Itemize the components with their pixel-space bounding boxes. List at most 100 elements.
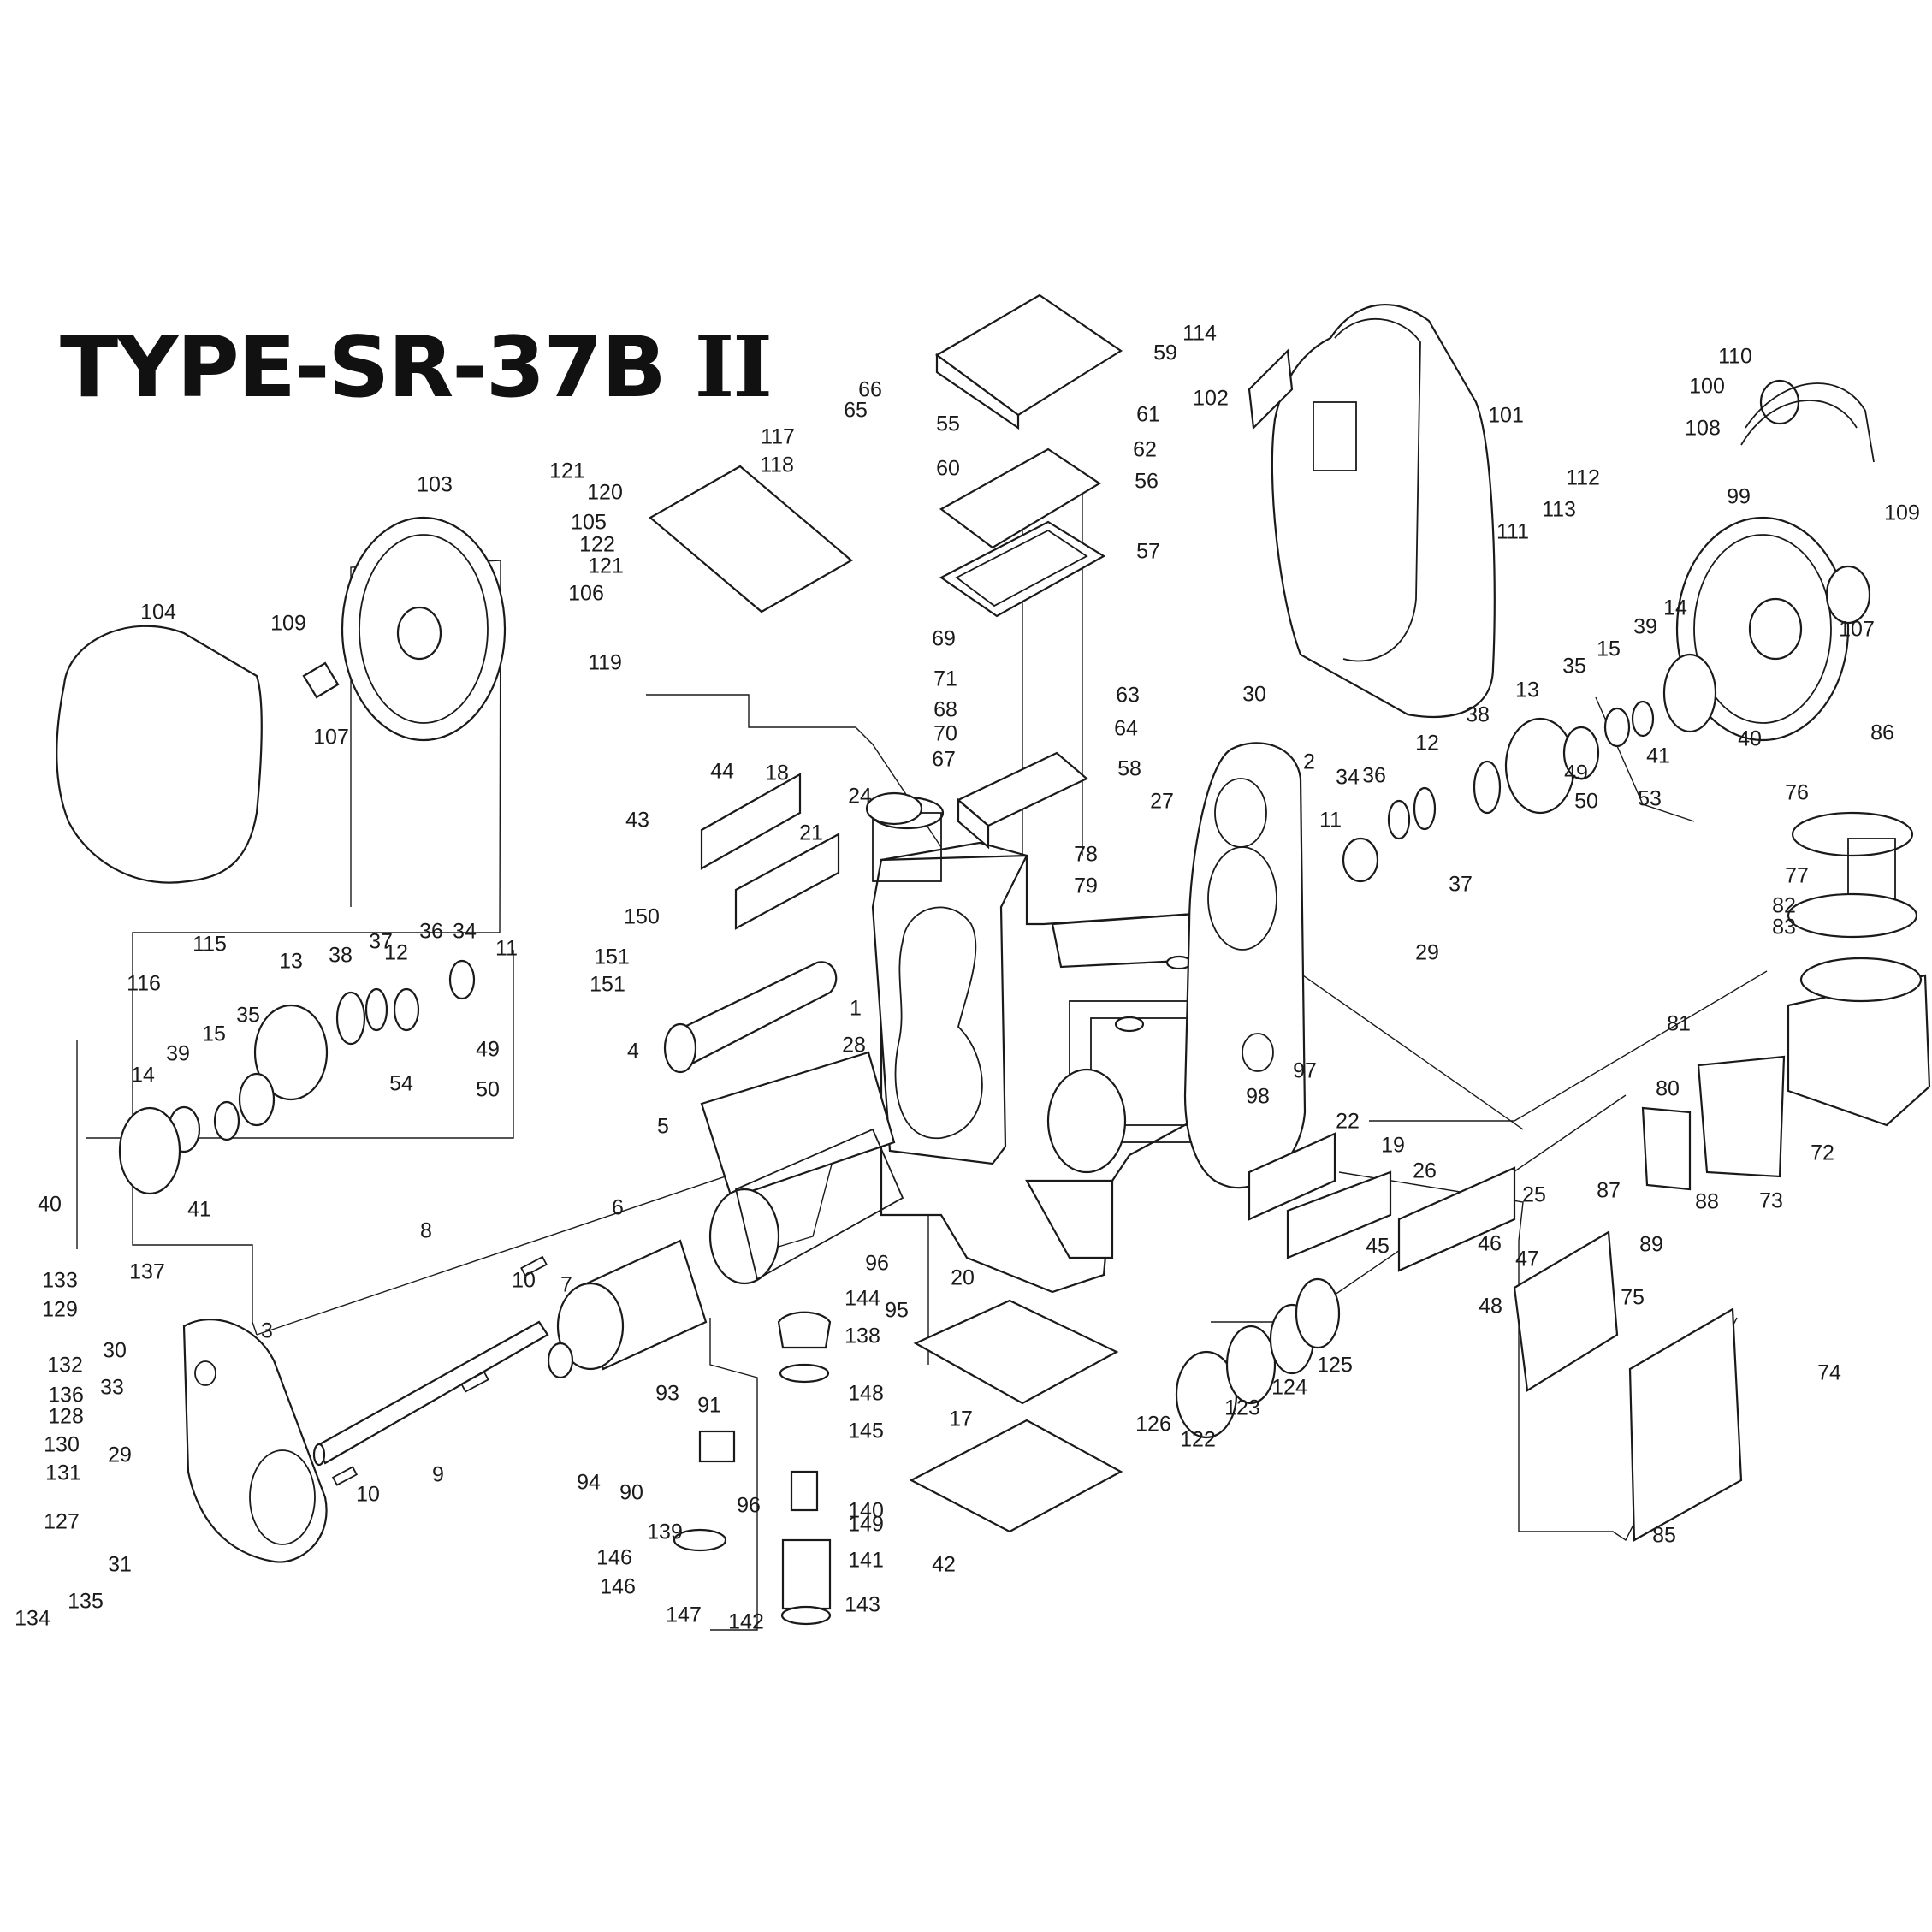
cover-59 bbox=[935, 293, 1123, 430]
part-label-102: 102 bbox=[1193, 387, 1229, 411]
part-label-55: 55 bbox=[936, 412, 960, 436]
part-label-124: 124 bbox=[1271, 1376, 1307, 1400]
seal-37-left bbox=[364, 987, 388, 1032]
part-label-66: 66 bbox=[858, 378, 882, 402]
part-label-117: 117 bbox=[761, 425, 795, 449]
part-label-57: 57 bbox=[1136, 540, 1160, 564]
element-143 bbox=[790, 1470, 819, 1512]
part-label-59: 59 bbox=[1153, 341, 1177, 365]
part-label-149: 149 bbox=[848, 1513, 884, 1537]
pulley-103-inner bbox=[359, 534, 489, 724]
part-label-151: 151 bbox=[590, 973, 625, 997]
pulley-99 bbox=[1675, 516, 1871, 742]
part-label-48: 48 bbox=[1479, 1295, 1502, 1319]
part-label-19: 19 bbox=[1381, 1134, 1405, 1158]
gasket-21 bbox=[734, 833, 840, 930]
part-label-71: 71 bbox=[933, 667, 957, 691]
part-label-63: 63 bbox=[1116, 684, 1140, 708]
bowl-144 bbox=[781, 1538, 832, 1610]
part-label-139: 139 bbox=[647, 1520, 683, 1544]
screen-24 bbox=[865, 791, 923, 826]
part-label-50: 50 bbox=[1574, 790, 1598, 814]
part-label-104: 104 bbox=[140, 601, 176, 625]
housing-bore bbox=[894, 906, 983, 1139]
belt-108-second bbox=[1740, 400, 1858, 446]
cover-25 bbox=[1397, 1166, 1516, 1272]
filter-frame bbox=[709, 1318, 758, 1631]
part-label-25: 25 bbox=[1522, 1183, 1546, 1207]
part-label-11: 11 bbox=[1319, 809, 1342, 833]
part-label-96: 96 bbox=[737, 1494, 761, 1518]
ring-124 bbox=[1225, 1325, 1277, 1405]
shaft-8 bbox=[312, 1255, 549, 1486]
part-label-106: 106 bbox=[568, 582, 604, 606]
bearing-35-right bbox=[1562, 726, 1600, 780]
housing-front-face bbox=[871, 854, 1028, 1165]
end-plate-3-hole bbox=[194, 1360, 216, 1386]
gasket-146-top bbox=[779, 1363, 830, 1384]
part-label-112: 112 bbox=[1566, 466, 1600, 490]
diagram-title-suffix: II bbox=[694, 318, 773, 417]
part-label-49: 49 bbox=[476, 1038, 500, 1062]
part-label-15: 15 bbox=[202, 1022, 226, 1046]
part-label-54: 54 bbox=[389, 1072, 413, 1096]
part-label-37: 37 bbox=[369, 930, 393, 954]
part-label-22: 22 bbox=[1336, 1110, 1360, 1134]
key-9 bbox=[460, 1371, 489, 1393]
rotor-parts bbox=[547, 961, 904, 1379]
part-label-145: 145 bbox=[848, 1419, 884, 1443]
part-label-30: 30 bbox=[1242, 683, 1266, 707]
flange-14-left bbox=[118, 1106, 181, 1195]
belt-guard-window bbox=[1313, 401, 1357, 471]
valve-block-58-side bbox=[957, 797, 990, 850]
part-label-41: 41 bbox=[1646, 744, 1670, 768]
part-label-122: 122 bbox=[1180, 1428, 1216, 1452]
part-label-120: 120 bbox=[587, 481, 623, 505]
part-label-134: 134 bbox=[15, 1607, 50, 1631]
part-label-144: 144 bbox=[845, 1287, 880, 1311]
shaft-8-body bbox=[315, 1320, 549, 1465]
hub-107 bbox=[302, 661, 340, 699]
part-label-94: 94 bbox=[577, 1471, 601, 1495]
part-label-36: 36 bbox=[419, 920, 443, 944]
part-label-38: 38 bbox=[329, 944, 353, 968]
part-label-91: 91 bbox=[697, 1394, 721, 1418]
part-label-18: 18 bbox=[765, 762, 789, 785]
part-label-151: 151 bbox=[594, 945, 630, 969]
part-label-5: 5 bbox=[657, 1115, 669, 1139]
filter-cap-141 bbox=[777, 1311, 832, 1349]
part-label-34: 34 bbox=[453, 920, 477, 944]
end-plate-3-bore bbox=[249, 1449, 316, 1545]
part-label-141: 141 bbox=[848, 1549, 884, 1573]
belt-guard-shell bbox=[1271, 304, 1496, 718]
part-label-3: 3 bbox=[261, 1319, 273, 1343]
part-label-123: 123 bbox=[1224, 1396, 1260, 1420]
part-label-20: 20 bbox=[951, 1266, 975, 1290]
pulley-99-hub bbox=[1748, 597, 1803, 661]
pump-housing bbox=[1787, 811, 1931, 1127]
flange-13-left bbox=[253, 1004, 329, 1101]
part-label-56: 56 bbox=[1135, 470, 1159, 494]
part-label-4: 4 bbox=[627, 1040, 639, 1064]
part-label-6: 6 bbox=[612, 1196, 624, 1220]
filter-assembly bbox=[673, 1311, 832, 1626]
vane-5-end bbox=[708, 1188, 780, 1285]
part-label-147: 147 bbox=[666, 1603, 702, 1627]
part-label-29: 29 bbox=[108, 1443, 132, 1467]
part-label-15: 15 bbox=[1597, 637, 1621, 661]
part-label-68: 68 bbox=[933, 698, 957, 722]
part-label-150: 150 bbox=[624, 905, 660, 929]
part-label-83: 83 bbox=[1772, 916, 1796, 939]
part-label-45: 45 bbox=[1366, 1235, 1390, 1259]
gasket-22 bbox=[1248, 1132, 1336, 1221]
gasket-73 bbox=[1697, 1055, 1786, 1178]
cover-104-shell bbox=[56, 625, 263, 884]
hub-107-right bbox=[1825, 565, 1871, 625]
part-label-86: 86 bbox=[1870, 721, 1894, 745]
part-label-125: 125 bbox=[1317, 1354, 1353, 1378]
right-housing-axis bbox=[1265, 949, 1524, 1130]
cover-74 bbox=[1628, 1307, 1743, 1542]
part-label-13: 13 bbox=[279, 950, 303, 974]
part-label-146: 146 bbox=[600, 1575, 636, 1599]
part-label-1: 1 bbox=[850, 997, 862, 1021]
